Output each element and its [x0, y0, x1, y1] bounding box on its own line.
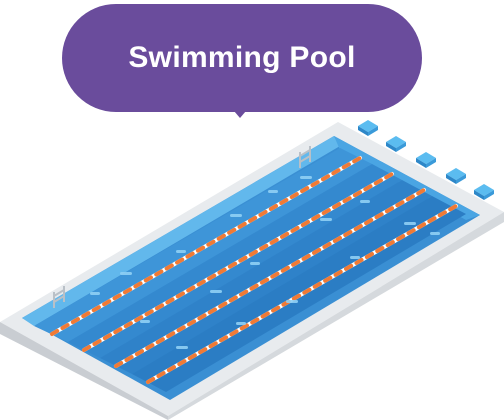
pool-deck-side-right — [168, 212, 504, 420]
pool-wall-right — [334, 136, 480, 220]
lane-rope-2-orange — [82, 172, 394, 352]
pool-deck-side — [0, 322, 168, 420]
lane-rope-4-orange — [146, 204, 458, 384]
lane-ropes — [50, 156, 458, 384]
pool-label: Swimming Pool — [128, 41, 356, 74]
lane-rope-3-orange — [114, 188, 426, 368]
starting-block — [416, 152, 436, 168]
ladder-icon — [53, 286, 65, 308]
lane-band-1 — [34, 148, 372, 342]
ladder-icon — [299, 146, 311, 168]
starting-block — [446, 168, 466, 184]
starting-blocks — [358, 120, 494, 200]
pool-wall-far — [22, 136, 340, 326]
starting-block — [386, 136, 406, 152]
starting-block — [474, 184, 494, 200]
title-bubble-tail — [228, 104, 252, 118]
water-ripples — [90, 176, 440, 349]
title-bubble: Swimming Pool — [62, 4, 422, 112]
lane-rope-1-orange — [50, 156, 362, 336]
starting-block — [358, 120, 378, 136]
